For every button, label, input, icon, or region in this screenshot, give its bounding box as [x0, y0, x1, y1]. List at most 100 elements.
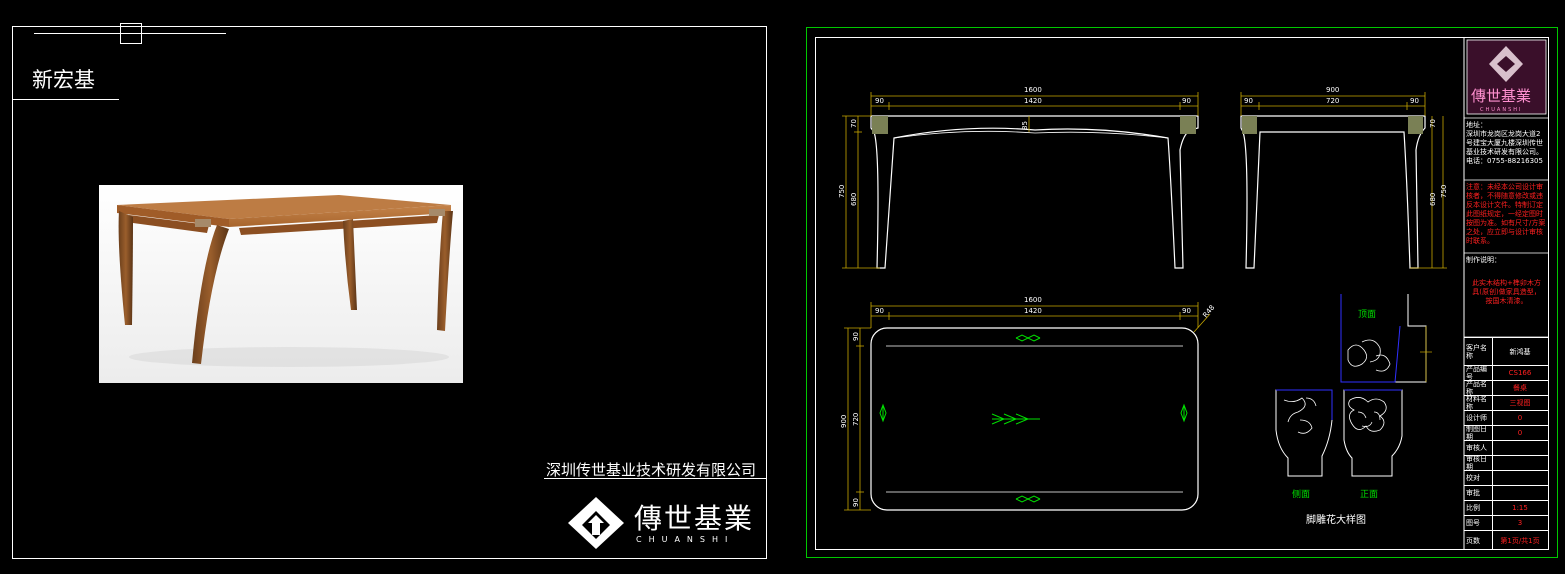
company-name: 深圳传世基业技术研发有限公司 [546, 461, 757, 479]
title-table-value: 新鸿基 [1509, 347, 1531, 356]
header-rule [34, 33, 226, 34]
detail-side-label: 侧面 [1292, 488, 1310, 500]
title-table-value [1492, 441, 1548, 455]
logo-chinese: 傳世基業 [634, 502, 755, 535]
title-table-label: 审批 [1464, 486, 1493, 500]
title-table-value: 餐桌 [1513, 384, 1527, 392]
title-notice-block: 注意：未经本公司设计审核者，不得随意修改或违反本设计文件。特制订定此图纸规定，一… [1466, 183, 1547, 251]
title-table-row: 产品名称 餐桌 [1464, 380, 1549, 396]
detail-top-label: 顶面 [1358, 309, 1376, 320]
title-logo-chinese: 傳世基業 [1471, 87, 1531, 105]
title-table-row: 制图日期 0 [1464, 425, 1549, 441]
top-view-carving-marks [879, 334, 1188, 503]
notice-text: 注意：未经本公司设计审核者，不得随意修改或违反本设计文件。特制订定此图纸规定，一… [1466, 183, 1546, 245]
address-text: 深圳市龙岗区龙岗大道2号建宝大厦九楼深圳传世基业技术研发有限公司。 [1466, 130, 1543, 156]
front-dim-left: 90 [875, 97, 884, 105]
front-dim-inner: 1420 [1024, 97, 1042, 105]
title-table-label: 页数 [1464, 531, 1493, 550]
top-dim-radius: R48 [1201, 304, 1216, 320]
title-table-value: 三视图 [1509, 399, 1531, 407]
top-dim-depth: 900 [840, 415, 848, 428]
title-table-label: 制图日期 [1464, 425, 1493, 441]
title-block: 傳世基業 CHUANSHI [1463, 37, 1549, 550]
title-table-value [1492, 456, 1548, 470]
title-table-row: 图号 3 [1464, 515, 1549, 530]
carving-detail: 顶面 侧面 正面 脚雕花大样图 [1275, 294, 1432, 526]
phone-text: 电话：0755-88216305 [1466, 157, 1543, 165]
title-table-label: 客户名称 [1464, 338, 1493, 365]
top-dim-overall: 1600 [1024, 296, 1042, 304]
front-carvings [872, 116, 1196, 134]
company-logo: 傳世基業 CHUANSHI [566, 495, 766, 555]
drawing-inner-frame [815, 37, 1549, 550]
front-dim-right: 90 [1182, 97, 1191, 105]
front-dim-leg: 680 [850, 193, 858, 206]
product-render-image [99, 185, 463, 383]
side-dim-leg: 680 [1429, 193, 1437, 206]
brand-underline [12, 99, 119, 100]
front-dimensions [842, 92, 1199, 269]
front-dim-height: 750 [838, 185, 846, 198]
front-dim-apron: 85 [1021, 121, 1029, 130]
top-dimensions [844, 302, 1211, 511]
title-table-row: 审批 [1464, 485, 1549, 500]
brand-title: 新宏基 [32, 68, 95, 92]
table-render-svg [99, 185, 463, 383]
title-table-label: 审核人 [1464, 441, 1493, 455]
title-table-value: 第1页/共1页 [1500, 536, 1540, 545]
top-dim-inner: 1420 [1024, 307, 1042, 315]
top-view [870, 327, 1199, 511]
side-view [1240, 115, 1426, 269]
front-view [870, 115, 1199, 269]
side-dim-inner: 720 [1326, 97, 1339, 105]
title-table-row: 审核日期 [1464, 455, 1549, 471]
title-logo-english: CHUANSHI [1480, 107, 1522, 113]
title-table-row: 校对 [1464, 470, 1549, 485]
title-table-label: 图号 [1464, 516, 1493, 530]
header-marker-box [120, 23, 142, 44]
side-dim-height: 750 [1440, 185, 1448, 198]
title-table-value: 3 [1517, 519, 1523, 527]
address-label: 地址： [1466, 121, 1487, 129]
left-sheet-frame [12, 26, 767, 559]
title-table-value: 0 [1517, 414, 1523, 422]
top-dim-depth-top: 90 [852, 332, 860, 341]
title-table-label: 产品编号 [1464, 365, 1493, 381]
title-table-row: 设计师 0 [1464, 410, 1549, 425]
side-dimensions [1240, 92, 1447, 269]
title-table-label: 设计师 [1464, 411, 1493, 425]
diamond-logo-icon [568, 497, 624, 549]
logo-english: CHUANSHI [636, 535, 735, 544]
title-table-label: 校对 [1464, 471, 1493, 485]
front-dim-top: 70 [850, 119, 858, 128]
detail-caption: 脚雕花大样图 [1306, 513, 1366, 526]
title-table-label: 比例 [1464, 501, 1493, 515]
title-table-label: 审核日期 [1464, 455, 1493, 471]
title-table-value [1492, 486, 1548, 500]
top-dim-depth-bottom: 90 [852, 498, 860, 507]
side-carvings [1242, 116, 1423, 134]
title-table-label: 产品名称 [1464, 380, 1493, 396]
spec-text: 此实木结构+榫卯木方具(原创)做家具造型，按国木清漆。 [1472, 279, 1541, 305]
detail-front-label: 正面 [1360, 489, 1378, 500]
side-dim-overall: 900 [1326, 86, 1339, 94]
title-table-value [1492, 471, 1548, 485]
title-table-row: 客户名称 新鸿基 [1464, 337, 1549, 365]
top-dim-right: 90 [1182, 307, 1191, 315]
drawing-outer-frame [806, 27, 1558, 558]
company-rule [544, 478, 767, 479]
title-address-block: 地址： 深圳市龙岗区龙岗大道2号建宝大厦九楼深圳传世基业技术研发有限公司。 电话… [1466, 121, 1547, 179]
title-spec-block: 制作说明： 此实木结构+榫卯木方具(原创)做家具造型，按国木清漆。 [1466, 256, 1547, 336]
side-dim-left: 90 [1244, 97, 1253, 105]
spec-label: 制作说明： [1466, 256, 1501, 264]
title-table-row: 审核人 [1464, 440, 1549, 455]
side-dim-right: 90 [1410, 97, 1419, 105]
front-dim-overall: 1600 [1024, 86, 1042, 94]
title-table-value: 0 [1517, 429, 1523, 437]
side-dim-top: 70 [1429, 119, 1437, 128]
title-table-row: 材料名称三视图 [1464, 395, 1549, 411]
